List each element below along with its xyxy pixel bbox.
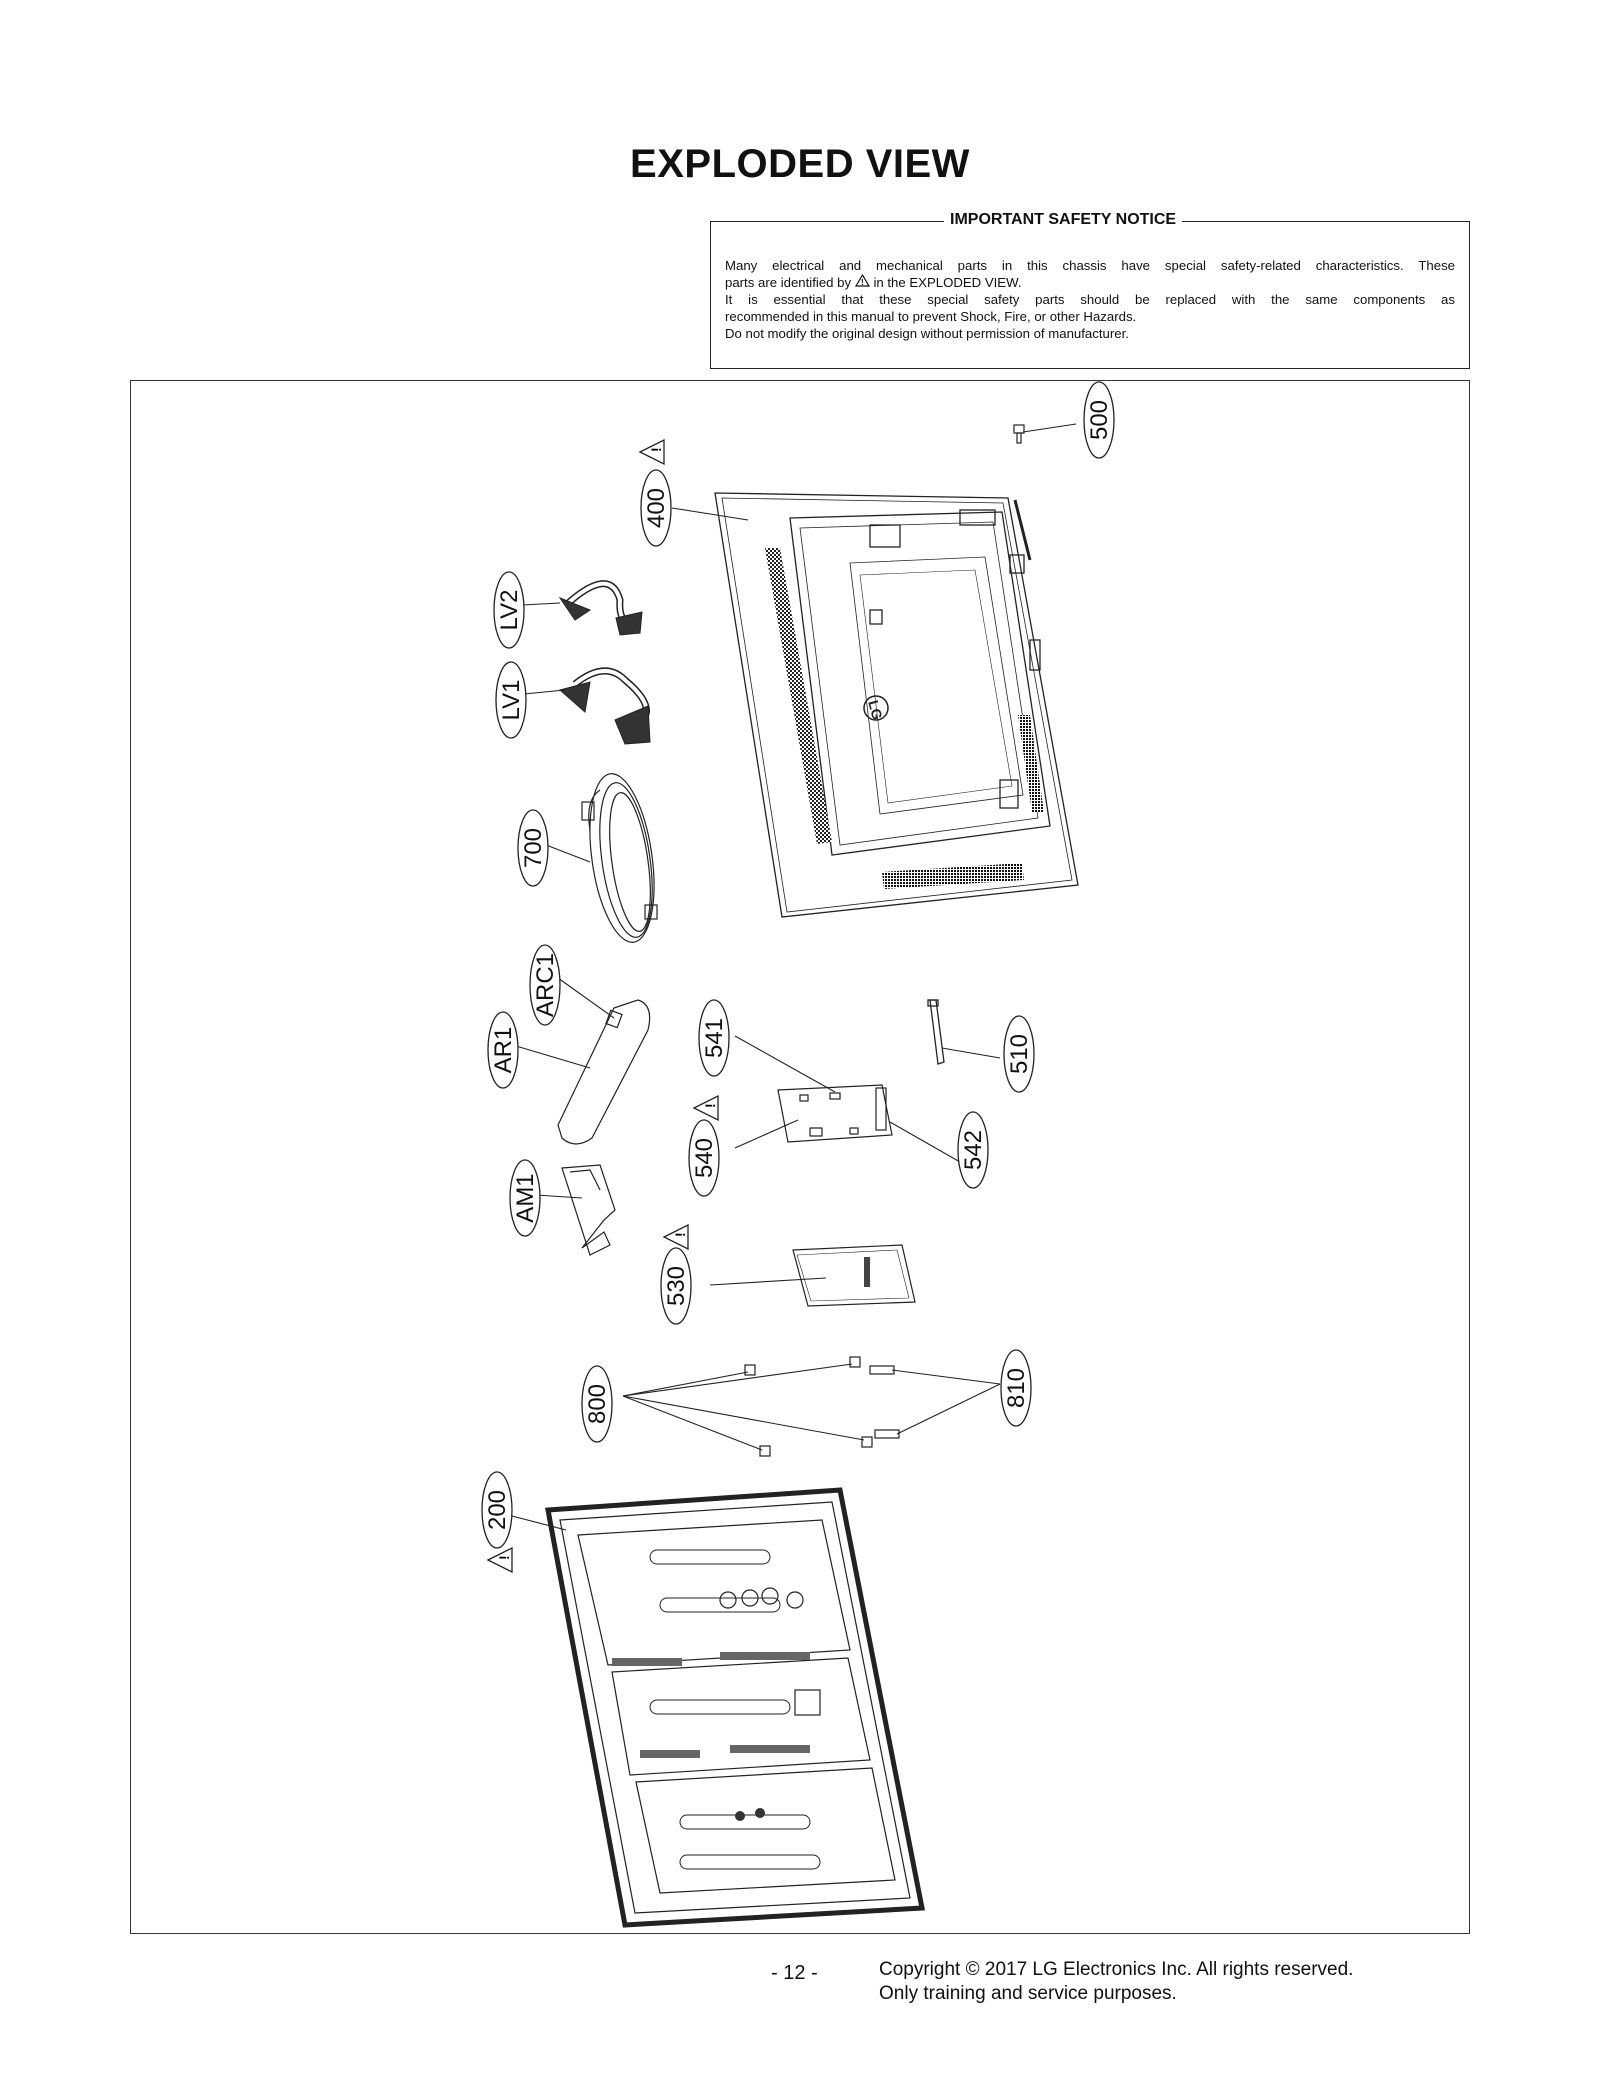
notice-line-2-end: in the EXPLODED VIEW.	[873, 275, 1022, 290]
part-530-power-board	[709, 1244, 916, 1307]
callout-530: 530	[660, 1247, 692, 1325]
notice-line-4: recommended in this manual to prevent Sh…	[725, 309, 1137, 324]
safety-triangle-icon-530: !	[662, 1223, 689, 1251]
part-lv2-cable	[521, 580, 643, 636]
callout-lv2: LV2	[493, 571, 525, 649]
part-lv1-cable	[523, 667, 651, 745]
part-am1-bracket	[535, 1164, 616, 1256]
page-title: EXPLODED VIEW	[630, 142, 970, 186]
warning-triangle-icon: !	[854, 273, 870, 291]
svg-text:ARC1: ARC1	[532, 953, 559, 1017]
copyright-line: Copyright © 2017 LG Electronics Inc. All…	[879, 1959, 1354, 1980]
svg-text:!: !	[648, 447, 664, 452]
notice-line-1: Many electrical and mechanical parts in …	[725, 258, 1455, 273]
part-540-main-board	[734, 1035, 961, 1163]
lg-logo: LG	[863, 695, 889, 721]
parts-800-810-screws	[622, 1356, 1001, 1457]
callout-arc1: ARC1	[529, 944, 561, 1026]
svg-text:400: 400	[643, 488, 670, 528]
notice-line-3: It is essential that these special safet…	[725, 292, 1455, 307]
purpose-line: Only training and service purposes.	[879, 1983, 1177, 2004]
callout-542: 542	[957, 1111, 989, 1189]
svg-text:810: 810	[1003, 1368, 1030, 1408]
callout-500: 500	[1083, 381, 1115, 459]
svg-text:530: 530	[663, 1266, 690, 1306]
svg-text:200: 200	[484, 1490, 511, 1530]
svg-text:!: !	[672, 1232, 688, 1237]
footer-copyright: Copyright © 2017 LG Electronics Inc. All…	[879, 1958, 1353, 2006]
callout-800: 800	[581, 1365, 613, 1443]
svg-text:541: 541	[701, 1018, 728, 1058]
callout-510: 510	[1003, 1015, 1035, 1093]
svg-text:540: 540	[691, 1138, 718, 1178]
page-number: - 12 -	[771, 1962, 818, 1984]
svg-text:700: 700	[520, 828, 547, 868]
svg-text:!: !	[702, 1103, 718, 1108]
diagram-frame	[130, 380, 1470, 1934]
notice-line-2: parts are identified by ! in the EXPLODE…	[725, 273, 1455, 291]
safety-notice-heading: IMPORTANT SAFETY NOTICE	[944, 211, 1183, 229]
svg-text:!: !	[496, 1555, 512, 1560]
svg-text:542: 542	[960, 1130, 987, 1170]
callout-400: 400	[640, 469, 672, 547]
part-500-screw	[1013, 423, 1077, 444]
exploded-view-diagram: LG	[481, 381, 1115, 1928]
svg-text:AR1: AR1	[490, 1027, 517, 1074]
safety-notice-box: IMPORTANT SAFETY NOTICE Many electrical …	[710, 211, 1470, 369]
safety-notice-body: Many electrical and mechanical parts in …	[725, 257, 1455, 342]
callout-200: 200	[481, 1471, 513, 1549]
callout-ar1: AR1	[487, 1011, 519, 1089]
lg-logo-text: LG	[865, 698, 886, 721]
svg-text:LV2: LV2	[496, 590, 523, 631]
notice-line-5: Do not modify the original design withou…	[725, 326, 1129, 341]
part-400-back-cover	[714, 492, 1079, 918]
svg-text:LV1: LV1	[498, 680, 525, 721]
part-510-bar	[927, 999, 1001, 1065]
callout-540: 540	[688, 1119, 720, 1197]
svg-text:510: 510	[1006, 1034, 1033, 1074]
svg-text:800: 800	[584, 1384, 611, 1424]
callout-am1: AM1	[509, 1159, 541, 1237]
part-700-power-cord	[540, 773, 658, 943]
safety-triangle-icon-400: !	[638, 438, 665, 466]
part-ar1-remote	[515, 977, 651, 1145]
part-200-panel	[511, 1487, 926, 1928]
svg-text:500: 500	[1086, 400, 1113, 440]
svg-text:!: !	[861, 278, 864, 287]
notice-line-2-start: parts are identified by	[725, 275, 852, 290]
callout-541: 541	[698, 999, 730, 1077]
callout-810: 810	[1000, 1349, 1032, 1427]
safety-triangle-icon-200: !	[486, 1546, 513, 1574]
svg-text:AM1: AM1	[512, 1173, 539, 1222]
callout-lv1: LV1	[495, 661, 527, 739]
callout-700: 700	[517, 809, 549, 887]
safety-triangle-icon-540: !	[692, 1094, 719, 1122]
